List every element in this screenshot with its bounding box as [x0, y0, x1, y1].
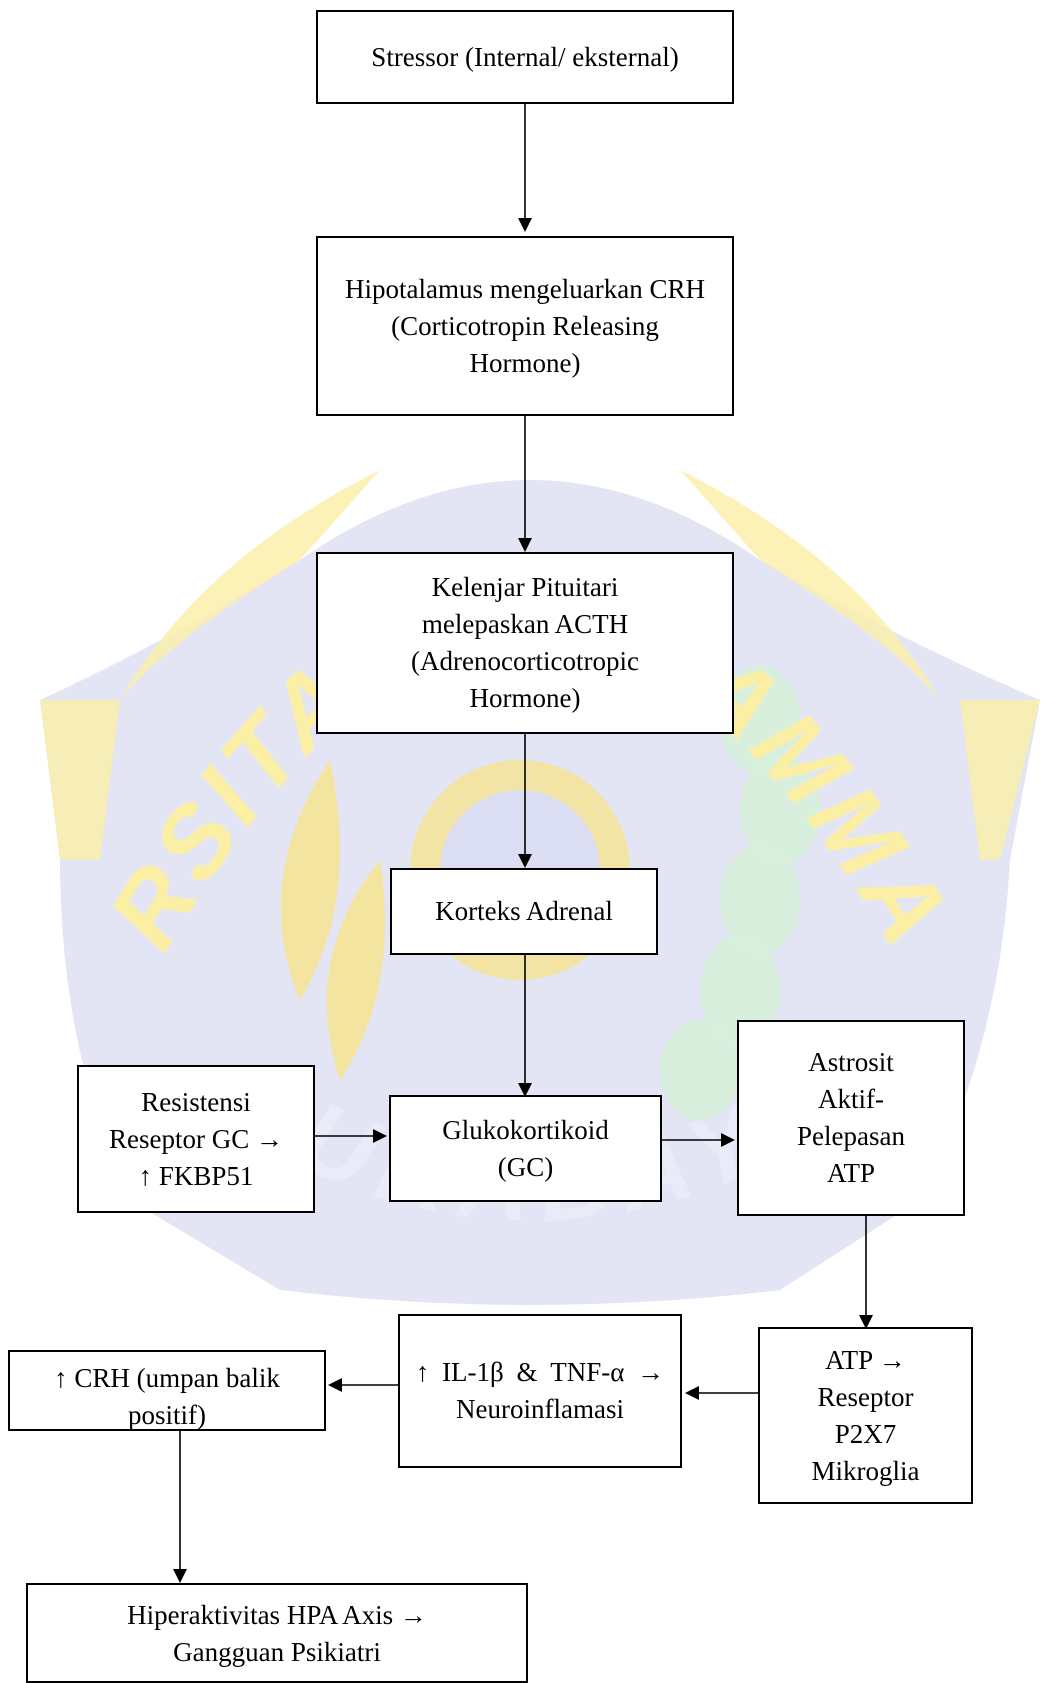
node-atp-receptor-label: ATP → Reseptor P2X7 Mikroglia [811, 1344, 920, 1486]
node-hpa-outcome: Hiperaktivitas HPA Axis → Gangguan Psiki… [26, 1583, 528, 1683]
node-hypothalamus: Hipotalamus mengeluarkan CRH (Corticotro… [316, 236, 734, 416]
node-atp-receptor: ATP → Reseptor P2X7 Mikroglia [758, 1327, 973, 1504]
node-hypothalamus-label: Hipotalamus mengeluarkan CRH (Corticotro… [345, 273, 705, 378]
node-neuroinflammation: ↑ IL-1β & TNF-α → Neuroinflamasi [398, 1314, 682, 1468]
node-pituitary: Kelenjar Pituitari melepaskan ACTH (Adre… [316, 552, 734, 734]
node-neuroinflammation-label: ↑ IL-1β & TNF-α → Neuroinflamasi [415, 1357, 665, 1424]
node-glucocorticoid-label: Glukokortikoid (GC) [442, 1114, 609, 1182]
node-gc-resistance: Resistensi Reseptor GC → ↑ FKBP51 [77, 1065, 315, 1213]
node-pituitary-label: Kelenjar Pituitari melepaskan ACTH (Adre… [411, 572, 639, 713]
node-hpa-outcome-label: Hiperaktivitas HPA Axis → Gangguan Psiki… [127, 1600, 427, 1667]
node-adrenal-cortex-label: Korteks Adrenal [435, 896, 613, 926]
node-adrenal-cortex: Korteks Adrenal [390, 868, 658, 955]
node-astrocyte: Astrosit Aktif- Pelepasan ATP [737, 1020, 965, 1216]
node-stressor-label: Stressor (Internal/ eksternal) [371, 41, 679, 72]
node-crh-feedback: ↑ CRH (umpan balik positif) [8, 1350, 326, 1431]
node-stressor: Stressor (Internal/ eksternal) [316, 10, 734, 104]
node-astrocyte-label: Astrosit Aktif- Pelepasan ATP [797, 1047, 905, 1188]
node-gc-resistance-label: Resistensi Reseptor GC → ↑ FKBP51 [109, 1086, 283, 1191]
node-crh-feedback-label: ↑ CRH (umpan balik positif) [54, 1363, 280, 1430]
node-glucocorticoid: Glukokortikoid (GC) [389, 1095, 662, 1202]
